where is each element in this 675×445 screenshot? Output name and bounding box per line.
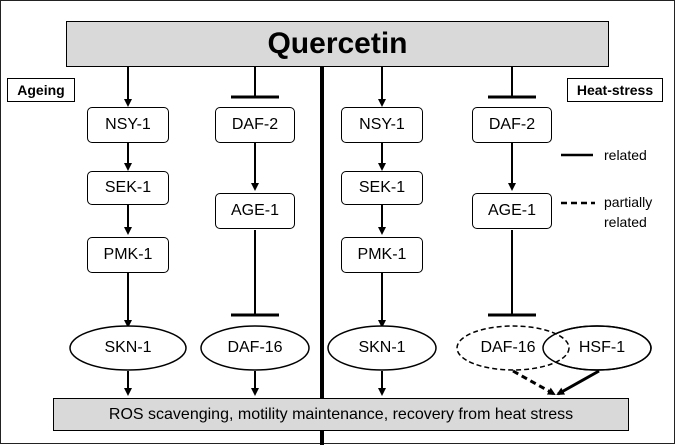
- outcome-text: ROS scavenging, motility maintenance, re…: [108, 405, 574, 423]
- legend-partially-label: partially: [604, 194, 653, 210]
- node-skn1-left: SKN-1: [104, 339, 152, 356]
- oval-hsf1-outline-overlap: [542, 325, 652, 371]
- node-nsy1-left: NSY-1: [87, 107, 169, 143]
- oval-daf16-left: [200, 325, 310, 371]
- node-pmk1-right: PMK-1: [341, 237, 423, 273]
- node-sek1-right: SEK-1: [341, 171, 423, 205]
- node-daf2-left: DAF-2: [215, 107, 295, 143]
- node-sek1-left: SEK-1: [87, 171, 169, 205]
- node-hsf1-right: HSF-1: [578, 339, 626, 356]
- node-pmk1-left: PMK-1: [87, 237, 169, 273]
- node-daf16-left: DAF-16: [227, 339, 283, 356]
- node-nsy1-right: NSY-1: [341, 107, 423, 143]
- node-age1-left: AGE-1: [215, 193, 295, 229]
- arrow-hsf1-outcome-right: [556, 369, 600, 396]
- oval-skn1-left: [69, 325, 187, 371]
- heat-stress-label: Heat-stress: [567, 78, 663, 102]
- oval-skn1-right: [327, 325, 437, 371]
- legend-partially-related-label: related: [604, 214, 647, 230]
- legend-related-label: related: [604, 147, 647, 163]
- oval-daf16-right: [456, 325, 570, 371]
- node-daf2-right: DAF-2: [472, 107, 552, 143]
- node-skn1-right: SKN-1: [358, 339, 406, 356]
- dashed-arrow-daf16-outcome-right: [512, 369, 556, 396]
- node-daf16-right: DAF-16: [480, 339, 536, 356]
- ageing-label: Ageing: [7, 78, 75, 102]
- diagram-title: Quercetin: [267, 27, 408, 60]
- node-age1-right: AGE-1: [472, 193, 552, 229]
- outcome-banner: ROS scavenging, motility maintenance, re…: [53, 398, 629, 431]
- quercetin-banner: Quercetin: [66, 21, 609, 67]
